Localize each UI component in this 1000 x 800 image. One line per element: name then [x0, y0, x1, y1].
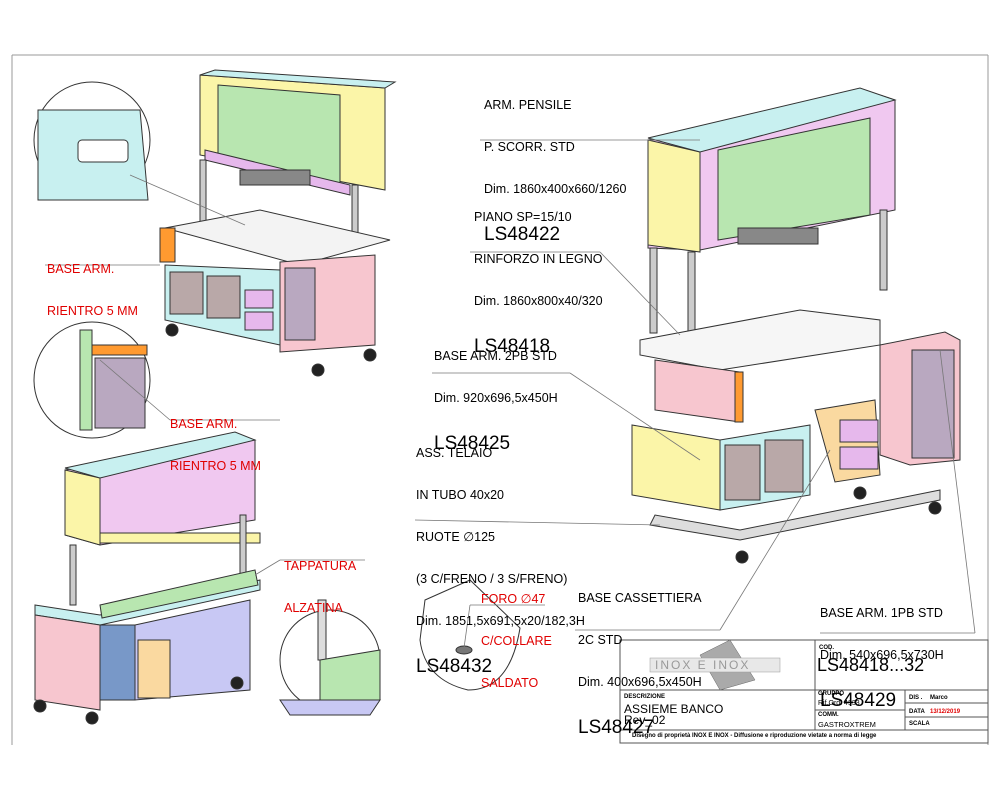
label-base-2pb: BASE ARM. 2PB STD Dim. 920x696,5x450H LS… — [434, 321, 558, 469]
label-line: BASE ARM. 1PB STD — [820, 606, 943, 620]
part-code: LS48425 — [434, 433, 511, 454]
note-rientro-1: BASE ARM. RIENTRO 5 MM — [47, 234, 138, 332]
part-code: LS48422 — [484, 224, 561, 245]
label-line: 2C STD — [578, 633, 623, 647]
data-value: 13/12/2019 — [930, 709, 961, 715]
dis-label: DIS . — [909, 695, 923, 701]
label-line: P. SCORR. STD — [484, 140, 575, 154]
footer-note: Disegno di proprietà INOX E INOX - Diffu… — [632, 733, 877, 739]
label-telaio: ASS. TELAIO IN TUBO 40x20 RUOTE ∅125 (3 … — [416, 418, 585, 692]
exploded-view — [631, 87, 961, 564]
note-tappatura: TAPPATURA ALZATINA — [284, 531, 356, 629]
label-line: BASE ARM. 2PB STD — [434, 349, 557, 363]
label-line: RUOTE ∅125 — [416, 530, 495, 544]
label-line: ARM. PENSILE — [484, 98, 572, 112]
note-rientro-2: BASE ARM. RIENTRO 5 MM — [170, 389, 261, 487]
part-code: LS48429 — [820, 690, 897, 711]
label-line: Dim. 540x696,5x730H — [820, 648, 944, 662]
inox-logo — [649, 639, 781, 691]
note-line: BASE ARM. — [170, 417, 238, 431]
note-line: SALDATO — [481, 676, 539, 690]
cod-value: LS48418...32 — [817, 655, 925, 675]
leader-lines — [45, 139, 976, 649]
label-line: ASS. TELAIO — [416, 446, 493, 460]
label-line: RINFORZO IN LEGNO — [474, 252, 603, 266]
label-line: BASE CASSETTIERA — [578, 591, 702, 605]
logo-text: INOX E INOX — [655, 658, 751, 672]
comm-label: COMM. — [818, 712, 839, 718]
detail-circles — [33, 81, 521, 716]
note-line: RIENTRO 5 MM — [47, 304, 138, 318]
label-pensile: ARM. PENSILE P. SCORR. STD Dim. 1860x400… — [484, 70, 626, 260]
label-line: Dim. 400x696,5x450H — [578, 675, 702, 689]
note-line: C/COLLARE — [481, 634, 552, 648]
label-line: IN TUBO 40x20 — [416, 488, 505, 502]
label-piano: PIANO SP=15/10 RINFORZO IN LEGNO Dim. 18… — [474, 182, 603, 372]
note-line: FORO ∅47 — [481, 592, 546, 606]
label-line: Dim. 1851,5x691,5x20/182,3H — [416, 614, 585, 628]
descrizione-line2: Rev_02 — [624, 713, 666, 727]
note-line: RIENTRO 5 MM — [170, 459, 261, 473]
data-label: DATA — [909, 709, 925, 715]
assembly-view-bottom-left — [33, 431, 261, 725]
dis-value: Marco — [930, 695, 948, 701]
descrizione-label: DESCRIZIONE — [624, 694, 666, 700]
title-block-frame — [619, 639, 989, 744]
gruppo-value: Rif.Ord. 4333 — [818, 700, 860, 707]
note-foro: FORO ∅47 C/COLLARE SALDATO — [481, 564, 552, 704]
assembly-view-top-left — [159, 69, 397, 377]
label-line: Dim. 1860x800x40/320 — [474, 294, 603, 308]
note-line: BASE ARM. — [47, 262, 115, 276]
descrizione-line1: ASSIEME BANCO — [624, 702, 724, 716]
gruppo-label: GRUPPO — [818, 691, 845, 697]
scala-label: SCALA — [909, 721, 930, 727]
label-line: PIANO SP=15/10 — [474, 210, 572, 224]
part-code: LS48432 — [416, 656, 493, 677]
label-line: (3 C/FRENO / 3 S/FRENO) — [416, 572, 568, 586]
part-code: LS48427 — [578, 717, 655, 738]
label-line: Dim. 920x696,5x450H — [434, 391, 558, 405]
cod-label: COD. — [819, 645, 834, 651]
part-code: LS48418 — [474, 336, 551, 357]
note-line: ALZATINA — [284, 601, 343, 615]
label-base-1pb: BASE ARM. 1PB STD Dim. 540x696,5x730H LS… — [820, 578, 944, 726]
note-line: TAPPATURA — [284, 559, 357, 573]
comm-value: GASTROXTREM — [818, 720, 876, 729]
label-line: Dim. 1860x400x660/1260 — [484, 182, 627, 196]
label-cassettiera: BASE CASSETTIERA 2C STD Dim. 400x696,5x4… — [578, 563, 702, 753]
